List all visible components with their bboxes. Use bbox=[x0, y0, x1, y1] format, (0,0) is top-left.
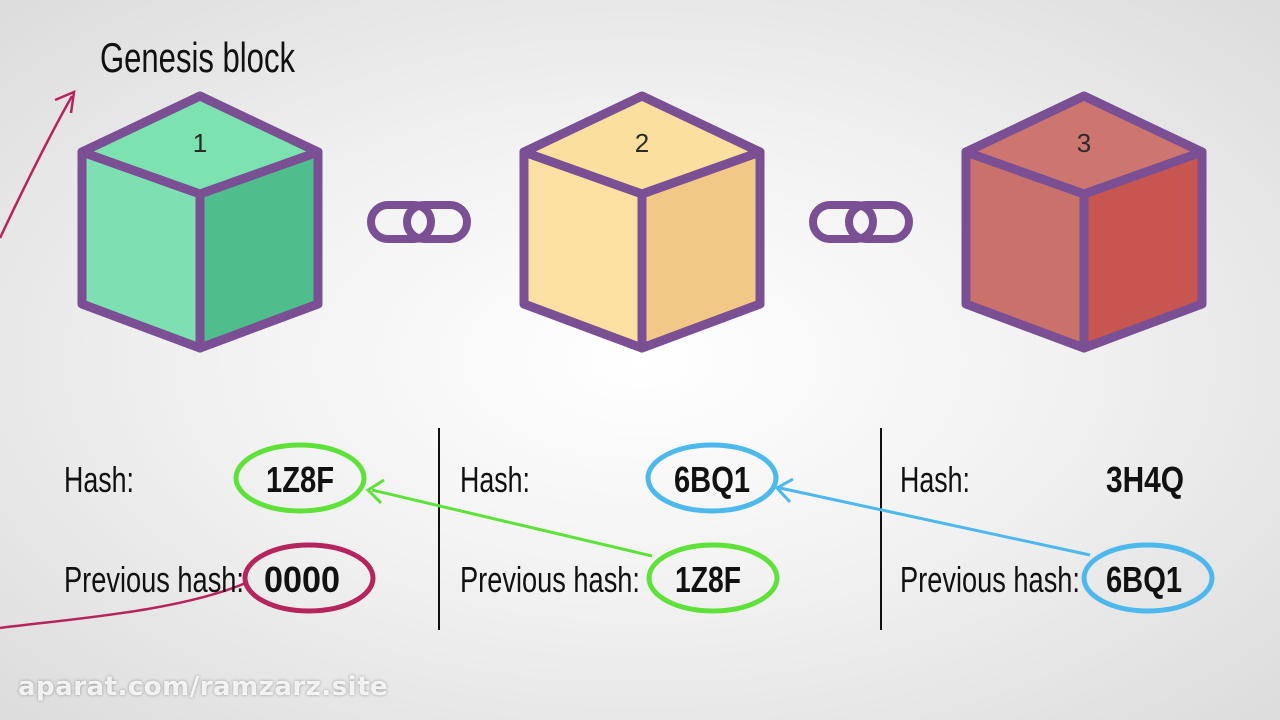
green-hash-arrow-line bbox=[371, 488, 653, 558]
watermark: aparat.com/ramzarz.site bbox=[18, 672, 389, 702]
hash-value: 6BQ1 bbox=[674, 459, 750, 500]
block-3-number: 3 bbox=[1077, 128, 1091, 158]
chain-link-icon bbox=[367, 201, 471, 243]
previous-hash-value: 0000 bbox=[264, 559, 340, 600]
hash-value: 3H4Q bbox=[1106, 459, 1184, 500]
hash-label: Hash: bbox=[900, 459, 970, 500]
hash-label: Hash: bbox=[460, 459, 530, 500]
block-3-cube-left-face bbox=[966, 152, 1084, 348]
genesis-arrow-line bbox=[0, 580, 249, 630]
prev-hash-1-circle bbox=[242, 542, 376, 614]
block-2-cube bbox=[519, 91, 765, 353]
genesis-arrow-up-line bbox=[0, 95, 74, 239]
previous-hash-value: 1Z8F bbox=[675, 559, 741, 600]
prev-hash-2-circle bbox=[646, 542, 780, 614]
previous-hash-label: Previous hash: bbox=[460, 559, 640, 600]
previous-hash-value: 6BQ1 bbox=[1106, 559, 1182, 600]
hash-1-circle bbox=[233, 442, 367, 514]
block-2-cube-right-face bbox=[642, 152, 760, 348]
block-3-cube bbox=[961, 91, 1207, 353]
block-3-cube-right-face bbox=[1084, 152, 1202, 348]
block-1-cube-right-face bbox=[200, 152, 318, 348]
green-hash-arrow-head bbox=[365, 478, 385, 505]
previous-hash-label: Previous hash: bbox=[900, 559, 1080, 600]
blue-hash-arrow-head bbox=[774, 477, 794, 504]
prev-hash-3-circle bbox=[1081, 542, 1215, 614]
genesis-arrow-head bbox=[54, 89, 76, 114]
block-1-number: 1 bbox=[193, 128, 207, 158]
block-2-number: 2 bbox=[635, 128, 649, 158]
previous-hash-label: Previous hash: bbox=[64, 559, 244, 600]
blue-hash-arrow-line bbox=[779, 486, 1091, 557]
hash-value: 1Z8F bbox=[266, 459, 334, 500]
block-1-cube-left-face bbox=[82, 152, 200, 348]
hash-2-circle bbox=[645, 442, 779, 514]
block-2-cube-left-face bbox=[524, 152, 642, 348]
block-1-cube bbox=[77, 91, 323, 353]
chain-link-icon bbox=[809, 201, 913, 243]
hash-label: Hash: bbox=[64, 459, 134, 500]
genesis-block-title: Genesis block bbox=[100, 34, 296, 81]
